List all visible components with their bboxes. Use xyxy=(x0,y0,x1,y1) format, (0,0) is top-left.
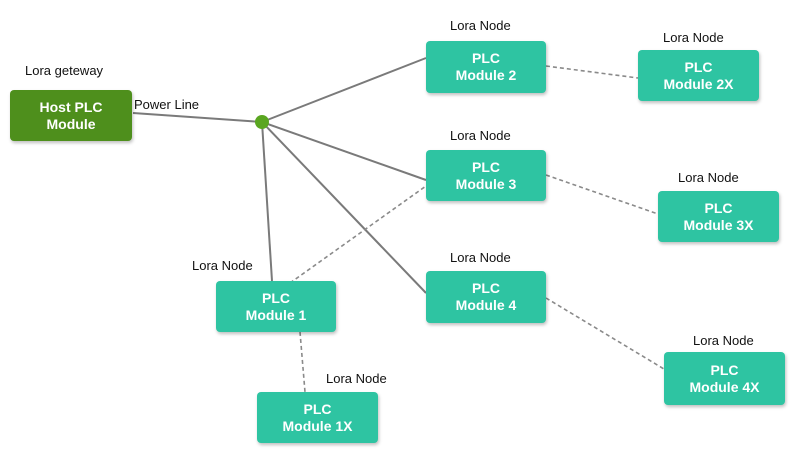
m2-line1: PLC xyxy=(472,50,500,66)
m1x-caption: Lora Node xyxy=(326,371,387,386)
m4x-line2: Module 4X xyxy=(689,378,760,395)
plc-module-4: PLC Module 4 xyxy=(426,271,546,323)
m2x-line1: PLC xyxy=(684,58,713,75)
link-m2-m2x xyxy=(545,65,639,79)
plc-module-3x: PLC Module 3X xyxy=(658,191,779,242)
m3x-line2: Module 3X xyxy=(683,216,754,233)
link-m1-m1x xyxy=(299,331,306,393)
power-line-junction xyxy=(255,115,269,129)
plc-module-1: PLC Module 1 xyxy=(216,281,336,332)
plc-module-1x: PLC Module 1X xyxy=(257,392,378,443)
m4-line2: Module 4 xyxy=(455,297,517,313)
m1x-line1: PLC xyxy=(303,400,332,417)
host-caption: Lora geteway xyxy=(25,63,104,78)
wire-junction-m3 xyxy=(261,121,427,181)
plc-module-4x: PLC Module 4X xyxy=(664,352,785,405)
m4x-caption: Lora Node xyxy=(693,333,754,348)
plc-module-2x: PLC Module 2X xyxy=(638,50,759,101)
m3-line2: Module 3 xyxy=(455,175,517,192)
m2-caption: Lora Node xyxy=(450,18,511,33)
wire-junction-m1 xyxy=(261,121,273,282)
link-m1-m3 xyxy=(289,185,427,284)
host-plc-module: Host PLC Module xyxy=(10,90,132,141)
m4-caption: Lora Node xyxy=(450,250,511,265)
host-line2: Module xyxy=(46,115,96,132)
m2-line2: Module 2 xyxy=(455,67,517,83)
power-line-label: Power Line xyxy=(134,97,200,112)
m2x-line2: Module 2X xyxy=(663,75,734,92)
m4x-line1: PLC xyxy=(710,361,739,378)
m4-line1: PLC xyxy=(472,280,500,296)
m3x-caption: Lora Node xyxy=(678,170,739,185)
wire-host-junction xyxy=(132,112,263,123)
m1-line1: PLC xyxy=(262,289,290,306)
m1-line2: Module 1 xyxy=(245,306,307,323)
wire-junction-m4 xyxy=(261,121,427,294)
wire-junction-m2 xyxy=(261,57,427,123)
plc-module-3: PLC Module 3 xyxy=(426,150,546,201)
plc-module-2: PLC Module 2 xyxy=(426,41,546,93)
m1-caption: Lora Node xyxy=(192,258,253,273)
m3x-line1: PLC xyxy=(704,199,733,216)
m3-caption: Lora Node xyxy=(450,128,511,143)
host-line1: Host PLC xyxy=(39,98,103,115)
link-m4-m4x xyxy=(545,297,665,370)
link-m3-m3x xyxy=(545,174,659,215)
m2x-caption: Lora Node xyxy=(663,30,724,45)
m1x-line2: Module 1X xyxy=(282,417,353,434)
m3-line1: PLC xyxy=(472,158,500,175)
